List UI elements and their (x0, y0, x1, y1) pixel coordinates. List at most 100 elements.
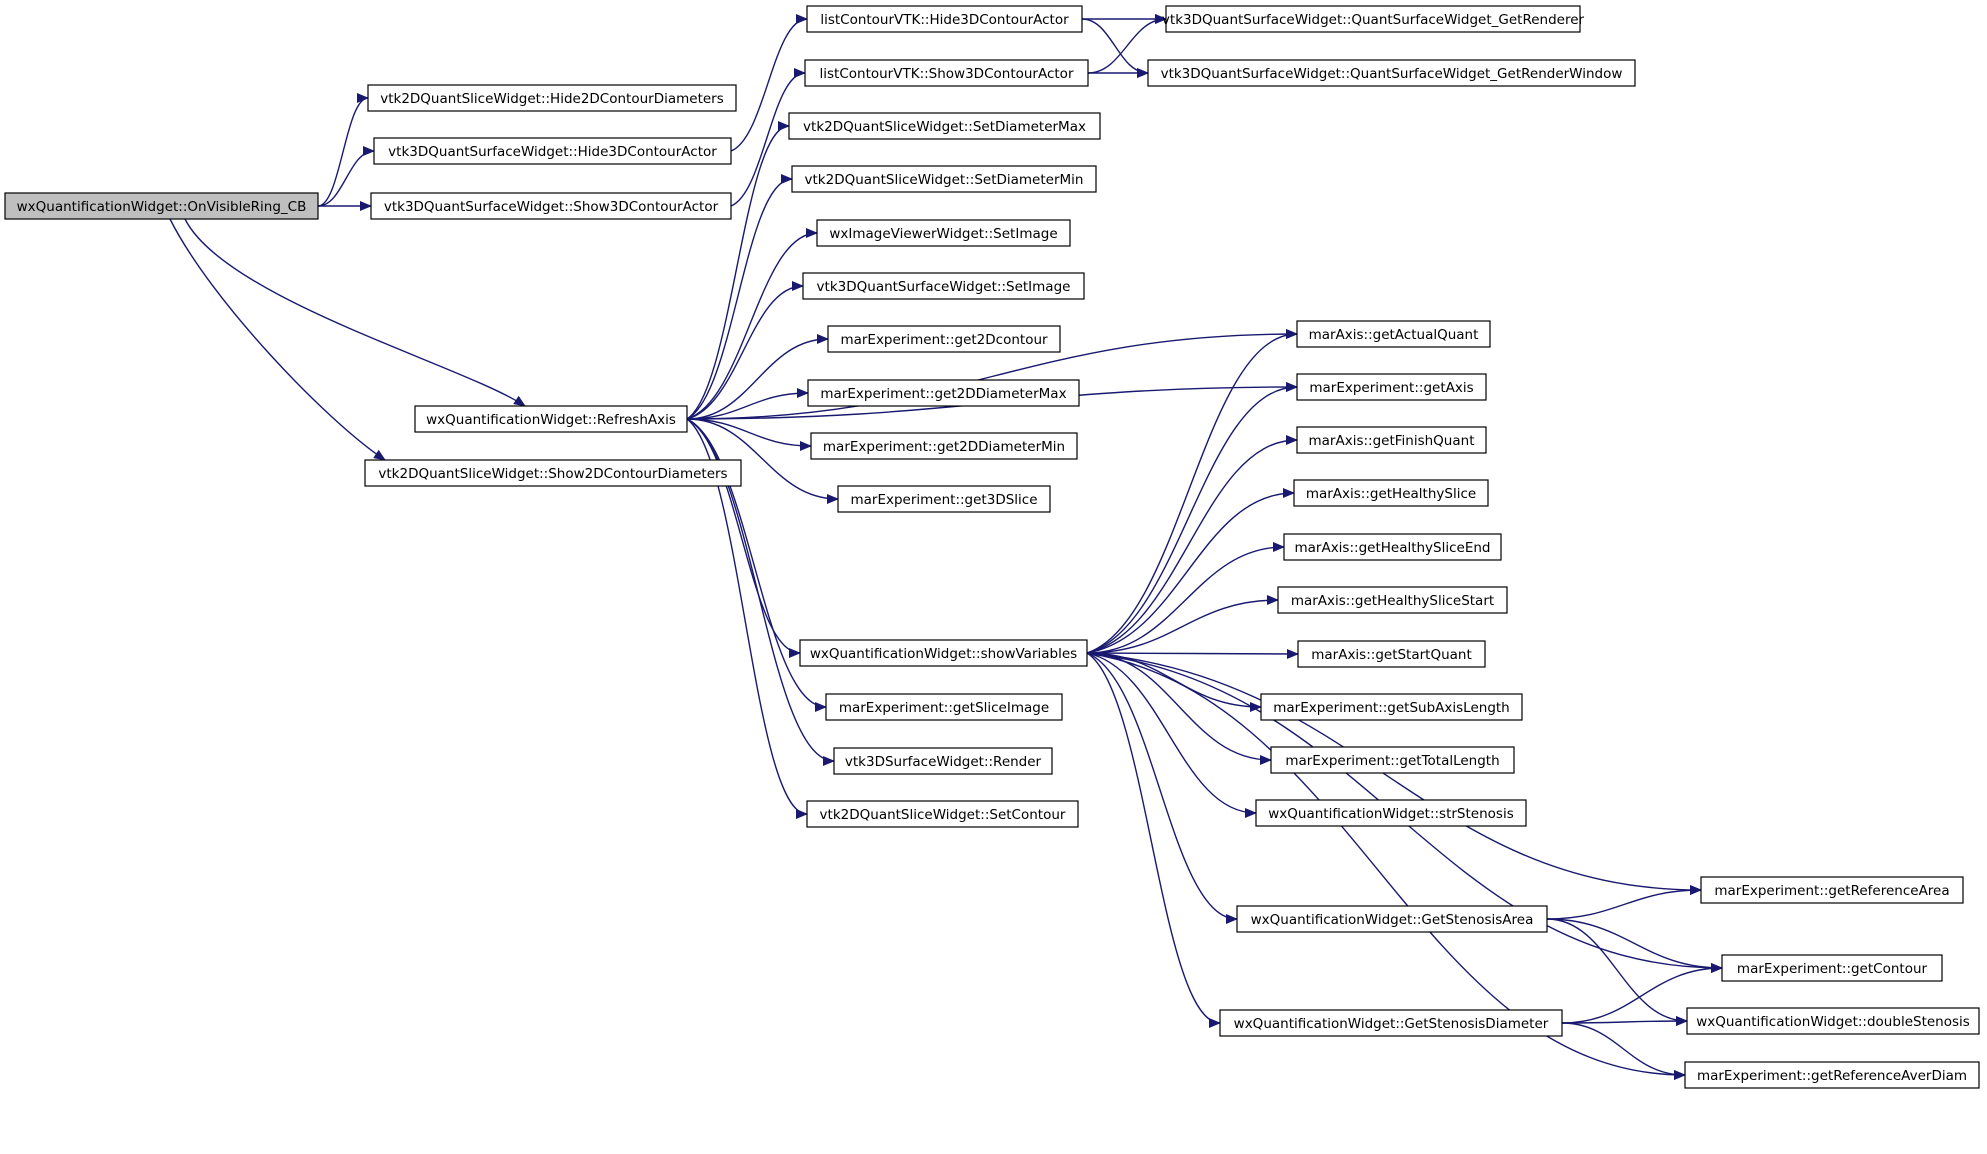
edge-showVars-to-getHealthySliceEnd (1086, 542, 1285, 654)
graph-node-getTotalLength[interactable]: marExperiment::getTotalLength (1270, 746, 1515, 774)
edge-lcHide-to-getRenderWindow (1081, 18, 1149, 78)
node-box[interactable] (1277, 586, 1508, 614)
node-label: vtk3DQuantSurfaceWidget::QuantSurfaceWid… (1162, 12, 1585, 28)
node-label: marAxis::getStartQuant (1311, 647, 1472, 663)
node-box[interactable] (1686, 1007, 1980, 1035)
graph-node-getContour[interactable]: marExperiment::getContour (1721, 954, 1943, 982)
node-label: marExperiment::get2DDiameterMin (823, 439, 1065, 455)
graph-node-render[interactable]: vtk3DSurfaceWidget::Render (833, 747, 1053, 775)
node-label: wxImageViewerWidget::SetImage (829, 226, 1057, 242)
graph-node-strStenosis[interactable]: wxQuantificationWidget::strStenosis (1255, 799, 1527, 827)
graph-node-get2Dcontour[interactable]: marExperiment::get2Dcontour (827, 325, 1061, 353)
graph-node-setContour[interactable]: vtk2DQuantSliceWidget::SetContour (806, 800, 1079, 828)
graph-node-doubleStenosis[interactable]: wxQuantificationWidget::doubleStenosis (1686, 1007, 1980, 1035)
node-box[interactable] (1296, 426, 1487, 454)
node-box[interactable] (367, 84, 737, 112)
node-box[interactable] (370, 192, 732, 220)
node-box[interactable] (1721, 954, 1943, 982)
node-label: vtk2DQuantSliceWidget::Show2DContourDiam… (378, 466, 727, 482)
graph-node-getAxis[interactable]: marExperiment::getAxis (1296, 373, 1487, 401)
edge-showVars-to-getReferenceArea (1086, 652, 1702, 895)
node-box[interactable] (788, 112, 1101, 140)
node-box[interactable] (1684, 1061, 1980, 1089)
graph-node-getHealthySlice[interactable]: marAxis::getHealthySlice (1293, 479, 1489, 507)
graph-node-hide3d[interactable]: vtk3DQuantSurfaceWidget::Hide3DContourAc… (373, 137, 732, 165)
node-label: vtk3DQuantSurfaceWidget::SetImage (817, 279, 1071, 295)
graph-node-getRefAverDiam[interactable]: marExperiment::getReferenceAverDiam (1684, 1061, 1980, 1089)
graph-node-getStenosisArea[interactable]: wxQuantificationWidget::GetStenosisArea (1236, 905, 1548, 933)
graph-node-getRenderer[interactable]: vtk3DQuantSurfaceWidget::QuantSurfaceWid… (1162, 5, 1585, 33)
graph-node-getHealthySliceStart[interactable]: marAxis::getHealthySliceStart (1277, 586, 1508, 614)
edge-refresh-to-wxSetImage (686, 228, 818, 420)
node-box[interactable] (1270, 746, 1515, 774)
graph-node-getHealthySliceEnd[interactable]: marAxis::getHealthySliceEnd (1283, 533, 1502, 561)
edge-showVars-to-getStenosisDiam (1086, 652, 1221, 1028)
edge-showVars-to-getFinishQuant (1086, 435, 1298, 654)
node-label: marExperiment::getSubAxisLength (1273, 700, 1510, 716)
graph-node-showVars[interactable]: wxQuantificationWidget::showVariables (799, 639, 1088, 667)
graph-node-setDiamMin[interactable]: vtk2DQuantSliceWidget::SetDiameterMin (791, 165, 1097, 193)
node-box[interactable] (825, 693, 1063, 721)
graph-node-show2d[interactable]: vtk2DQuantSliceWidget::Show2DContourDiam… (364, 459, 742, 487)
node-box[interactable] (806, 5, 1083, 33)
edge-refresh-to-get2Dcontour (686, 334, 829, 420)
node-box[interactable] (4, 192, 319, 220)
node-box[interactable] (364, 459, 742, 487)
node-box[interactable] (816, 219, 1071, 247)
graph-node-getStartQuant[interactable]: marAxis::getStartQuant (1297, 640, 1486, 668)
graph-node-getStenosisDiam[interactable]: wxQuantificationWidget::GetStenosisDiame… (1219, 1009, 1563, 1037)
node-box[interactable] (810, 432, 1078, 460)
node-label: wxQuantificationWidget::GetStenosisDiame… (1234, 1016, 1549, 1032)
node-box[interactable] (1297, 640, 1486, 668)
node-box[interactable] (791, 165, 1097, 193)
graph-node-lcShow[interactable]: listContourVTK::Show3DContourActor (804, 59, 1089, 87)
node-box[interactable] (1296, 373, 1487, 401)
node-box[interactable] (1255, 799, 1527, 827)
edge-refresh-to-vtkSetImage (686, 281, 804, 420)
node-box[interactable] (807, 379, 1080, 407)
graph-node-getReferenceArea[interactable]: marExperiment::getReferenceArea (1700, 876, 1964, 904)
node-box[interactable] (1283, 533, 1502, 561)
node-box[interactable] (799, 639, 1088, 667)
graph-node-wxSetImage[interactable]: wxImageViewerWidget::SetImage (816, 219, 1071, 247)
node-box[interactable] (1293, 479, 1489, 507)
node-box[interactable] (1236, 905, 1548, 933)
edge-getStenosisDiam-to-getContour (1561, 963, 1723, 1024)
graph-node-root[interactable]: wxQuantificationWidget::OnVisibleRing_CB (4, 192, 319, 220)
graph-node-get2DDiamMin[interactable]: marExperiment::get2DDiameterMin (810, 432, 1078, 460)
edge-refresh-to-render (686, 418, 835, 766)
node-label: marAxis::getHealthySlice (1306, 486, 1476, 502)
node-box[interactable] (1165, 5, 1581, 33)
node-label: vtk2DQuantSliceWidget::SetDiameterMax (803, 119, 1086, 135)
node-box[interactable] (1219, 1009, 1563, 1037)
node-box[interactable] (827, 325, 1061, 353)
graph-node-getActualQuant[interactable]: marAxis::getActualQuant (1296, 320, 1491, 348)
graph-node-lcHide[interactable]: listContourVTK::Hide3DContourActor (806, 5, 1083, 33)
node-box[interactable] (1147, 59, 1636, 87)
graph-node-show3d[interactable]: vtk3DQuantSurfaceWidget::Show3DContourAc… (370, 192, 732, 220)
edge-showVars-to-getHealthySlice (1086, 488, 1295, 654)
node-box[interactable] (373, 137, 732, 165)
node-box[interactable] (804, 59, 1089, 87)
node-box[interactable] (1260, 693, 1523, 721)
graph-node-refresh[interactable]: wxQuantificationWidget::RefreshAxis (414, 405, 688, 433)
graph-node-get2DDiamMax[interactable]: marExperiment::get2DDiameterMax (807, 379, 1080, 407)
graph-node-setDiamMax[interactable]: vtk2DQuantSliceWidget::SetDiameterMax (788, 112, 1101, 140)
graph-node-getSliceImage[interactable]: marExperiment::getSliceImage (825, 693, 1063, 721)
node-box[interactable] (806, 800, 1079, 828)
node-box[interactable] (1296, 320, 1491, 348)
graph-node-getSubAxisLength[interactable]: marExperiment::getSubAxisLength (1260, 693, 1523, 721)
graph-node-getRenderWindow[interactable]: vtk3DQuantSurfaceWidget::QuantSurfaceWid… (1147, 59, 1636, 87)
node-box[interactable] (802, 272, 1085, 300)
graph-node-vtkSetImage[interactable]: vtk3DQuantSurfaceWidget::SetImage (802, 272, 1085, 300)
node-box[interactable] (1700, 876, 1964, 904)
graph-node-hide2d[interactable]: vtk2DQuantSliceWidget::Hide2DContourDiam… (367, 84, 737, 112)
node-box[interactable] (833, 747, 1053, 775)
node-box[interactable] (414, 405, 688, 433)
edge-showVars-to-getStenosisArea (1086, 652, 1238, 924)
edge-showVars-to-getStartQuant (1086, 648, 1299, 659)
node-label: vtk2DQuantSliceWidget::Hide2DContourDiam… (380, 91, 724, 107)
graph-node-getFinishQuant[interactable]: marAxis::getFinishQuant (1296, 426, 1487, 454)
graph-node-get3DSlice[interactable]: marExperiment::get3DSlice (837, 485, 1051, 513)
node-box[interactable] (837, 485, 1051, 513)
